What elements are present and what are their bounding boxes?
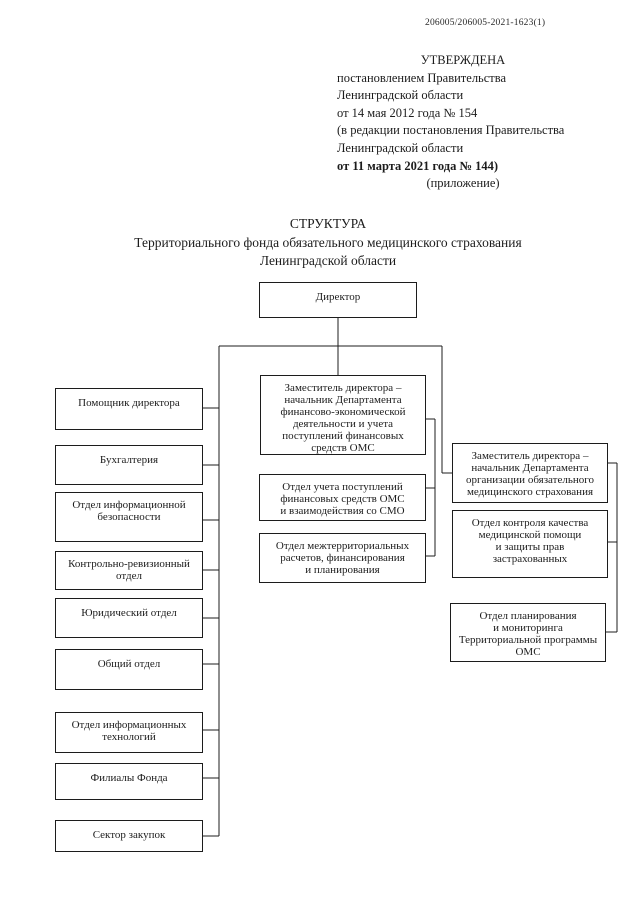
org-box-interterritorial-settlements-dept: Отдел межтерриториальных расчетов, финан… — [259, 533, 426, 583]
org-box-accounting: Бухгалтерия — [55, 445, 203, 485]
title-line-2: Территориального фонда обязательного мед… — [134, 234, 522, 250]
org-box-it-dept: Отдел информационных технологий — [55, 712, 203, 753]
approval-line: постановлением Правительства — [337, 70, 507, 85]
org-box-deputy-oms-organization: Заместитель директора – начальник Департ… — [452, 443, 608, 503]
org-box-general-dept: Общий отдел — [55, 649, 203, 690]
org-box-accounting-receipts-dept: Отдел учета поступлений финансовых средс… — [259, 474, 426, 521]
document-number: 206005/206005-2021-1623(1) — [425, 18, 546, 28]
approval-amendment-line: от 11 марта 2021 года № 144) — [337, 158, 499, 173]
org-box-fund-branches: Филиалы Фонда — [55, 763, 203, 800]
org-box-director: Директор — [259, 282, 417, 318]
approval-line: Ленинградской области — [337, 140, 464, 155]
title-line-3: Ленинградской области — [259, 253, 397, 268]
appendix-label: (приложение) — [426, 176, 500, 191]
org-box-control-audit-dept: Контрольно-ревизионный отдел — [55, 551, 203, 590]
org-box-information-security-dept: Отдел информационной безопасности — [55, 492, 203, 542]
org-box-deputy-finance: Заместитель директора – начальник Департ… — [260, 375, 426, 455]
approval-heading: УТВЕРЖДЕНА — [420, 53, 506, 67]
org-box-legal-dept: Юридический отдел — [55, 598, 203, 638]
org-box-director-assistant: Помощник директора — [55, 388, 203, 430]
org-box-quality-control-dept: Отдел контроля качества медицинской помо… — [452, 510, 608, 578]
org-box-planning-monitoring-dept: Отдел планирования и мониторинга Террито… — [450, 603, 606, 662]
page-title: СТРУКТУРА Территориального фонда обязате… — [17, 215, 639, 271]
approval-block: УТВЕРЖДЕНА постановлением Правительства … — [337, 52, 589, 193]
approval-line: Ленинградской области — [337, 88, 464, 103]
title-line-1: СТРУКТУРА — [289, 216, 367, 231]
org-box-procurement-sector: Сектор закупок — [55, 820, 203, 852]
approval-line: от 14 мая 2012 года № 154 — [337, 105, 478, 120]
approval-line: (в редакции постановления Правительства — [337, 123, 565, 138]
